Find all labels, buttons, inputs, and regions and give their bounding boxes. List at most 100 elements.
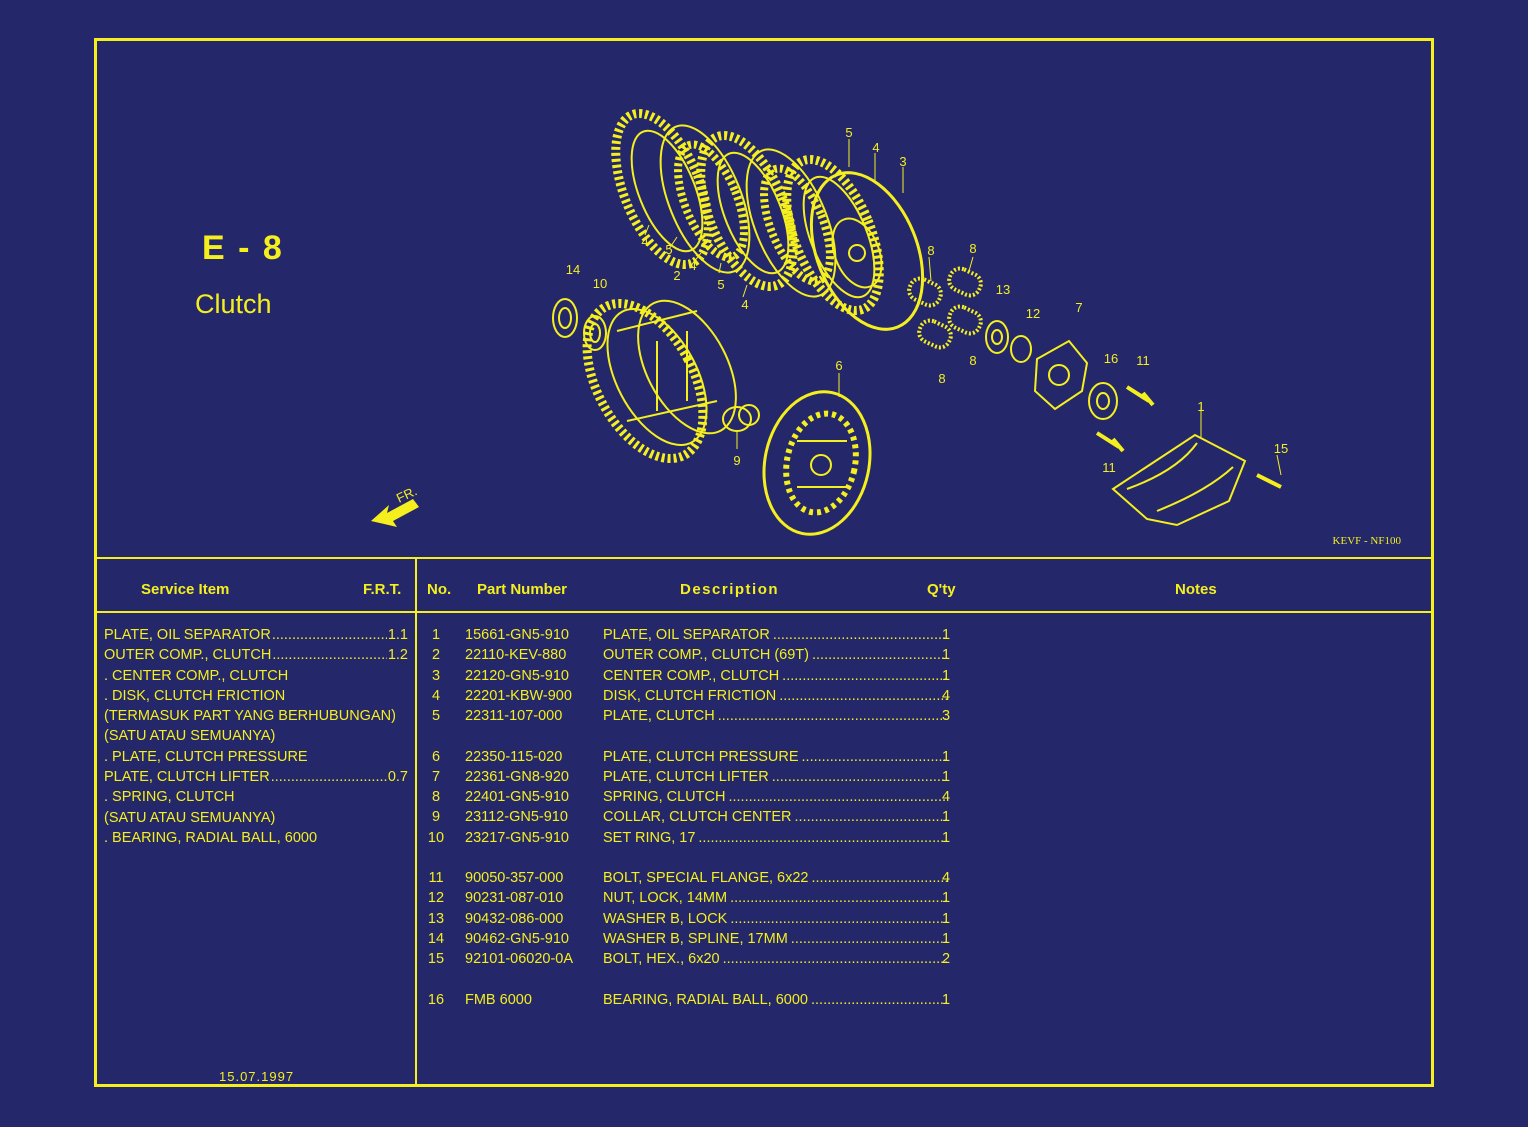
- part-qty: 1: [941, 930, 951, 947]
- part-description-cell: BOLT, HEX., 6x20: [603, 949, 947, 969]
- part-qty: 1: [941, 667, 951, 684]
- part-description-cell: SET RING, 17: [603, 828, 947, 848]
- part-description: PLATE, OIL SEPARATOR: [603, 627, 770, 643]
- part-number: 22401-GN5-910: [465, 789, 569, 806]
- header-frt: F.R.T.: [363, 581, 402, 598]
- part-number: 90050-357-000: [465, 870, 564, 886]
- leader-dots: [272, 645, 387, 665]
- part-number: 92101-06020-0A: [465, 951, 574, 968]
- service-item-text: (SATU ATAU SEMUANYA): [104, 809, 276, 826]
- callout-11b: 11: [1102, 460, 1116, 475]
- callout-12: 12: [1026, 306, 1040, 321]
- leader-dots: [730, 888, 947, 908]
- leader-dots: [802, 747, 947, 767]
- callout-16: 16: [1104, 351, 1118, 366]
- leader-dots: [779, 686, 947, 706]
- part-description-cell: SPRING, CLUTCH: [603, 787, 947, 807]
- header-qty: Q'ty: [927, 581, 956, 598]
- service-item-row: PLATE, CLUTCH LIFTER0.7: [104, 767, 408, 787]
- clutch-lifter-plate: [1033, 339, 1089, 411]
- part-qty: 4: [941, 687, 951, 704]
- callout-5c: 5: [845, 125, 852, 140]
- part-no: 3: [431, 667, 441, 684]
- clutch-exploded-view: FR. 14 10 2 4 5 4 5 4 5 4 3 8 8 13 12 7 …: [371, 108, 1288, 536]
- part-description-cell: CENTER COMP., CLUTCH: [603, 666, 947, 686]
- callout-8a: 8: [927, 243, 934, 258]
- service-item-text: . DISK, CLUTCH FRICTION: [104, 687, 286, 704]
- oil-separator-plate: [1111, 433, 1247, 527]
- part-description: NUT, LOCK, 14MM: [603, 890, 728, 907]
- callout-14: 14: [566, 262, 580, 277]
- leader-dots: [271, 767, 387, 787]
- part-no: 14: [427, 930, 445, 947]
- service-item-row: OUTER COMP., CLUTCH1.2: [104, 645, 408, 665]
- part-no: 5: [431, 708, 441, 725]
- part-description-cell: PLATE, CLUTCH PRESSURE: [603, 747, 947, 767]
- part-number: 15661-GN5-910: [465, 627, 569, 643]
- part-description: PLATE, CLUTCH: [603, 708, 715, 725]
- callout-5b: 5: [717, 277, 724, 292]
- part-description: BOLT, SPECIAL FLANGE, 6x22: [603, 870, 809, 886]
- part-no: 6: [431, 748, 441, 765]
- part-description: PLATE, CLUTCH LIFTER: [603, 768, 769, 785]
- part-qty: 1: [941, 890, 951, 907]
- callout-1: 1: [1197, 399, 1204, 414]
- header-service-item: Service Item: [141, 581, 230, 598]
- part-qty: 2: [941, 951, 951, 968]
- part-qty: 1: [941, 829, 951, 846]
- exploded-diagram: FR. 14 10 2 4 5 4 5 4 5 4 3 8 8 13 12 7 …: [97, 41, 1431, 559]
- callout-4a: 4: [641, 234, 648, 249]
- part-description-cell: WASHER B, LOCK: [603, 909, 947, 929]
- part-no: 1: [431, 627, 441, 643]
- callout-10: 10: [593, 276, 607, 291]
- part-no: 16: [427, 991, 445, 1008]
- part-no: 2: [431, 647, 441, 664]
- part-qty: 1: [941, 768, 951, 785]
- callout-4c: 4: [741, 297, 748, 312]
- service-item-row: . BEARING, RADIAL BALL, 6000: [104, 828, 408, 848]
- leader-dots: [811, 990, 947, 1010]
- clutch-plate-stack: [611, 108, 925, 331]
- callout-8b: 8: [969, 241, 976, 256]
- part-qty: 1: [941, 748, 951, 765]
- service-item-text: PLATE, CLUTCH LIFTER: [104, 769, 270, 786]
- service-item-row: . SPRING, CLUTCH: [104, 787, 408, 807]
- spline-washer: [552, 298, 578, 338]
- leader-dots: [791, 929, 947, 949]
- callout-8d: 8: [938, 371, 945, 386]
- page-title: Clutch: [195, 289, 272, 319]
- header-notes: Notes: [1175, 581, 1217, 598]
- part-description: BEARING, RADIAL BALL, 6000: [603, 991, 808, 1008]
- service-item-text: (TERMASUK PART YANG BERHUBUNGAN): [104, 708, 396, 725]
- part-description-cell: BOLT, SPECIAL FLANGE, 6x22: [603, 868, 947, 888]
- part-description-cell: WASHER B, SPLINE, 17MM: [603, 929, 947, 949]
- diagram-code: KEVF - NF100: [1332, 535, 1401, 547]
- service-item-row: . CENTER COMP., CLUTCH: [104, 666, 408, 686]
- service-item-frt: 1.1: [387, 627, 408, 643]
- part-no: 15: [427, 951, 445, 968]
- part-no: 9: [431, 809, 441, 826]
- header-description: Description: [680, 581, 780, 598]
- clutch-springs: [907, 266, 983, 350]
- part-no: 8: [431, 789, 441, 806]
- callout-15: 15: [1274, 441, 1288, 456]
- service-item-text: . SPRING, CLUTCH: [104, 789, 235, 806]
- service-item-text: . CENTER COMP., CLUTCH: [104, 667, 289, 684]
- part-number: 22350-115-020: [465, 748, 563, 765]
- part-qty: 4: [941, 870, 951, 886]
- part-number: 22110-KEV-880: [465, 647, 567, 664]
- leader-dots: [782, 666, 947, 686]
- leader-dots: [772, 767, 947, 787]
- part-description-cell: COLLAR, CLUTCH CENTER: [603, 807, 947, 827]
- part-no: 7: [431, 768, 441, 785]
- part-number: 23217-GN5-910: [465, 829, 569, 846]
- leader-dots: [723, 949, 947, 969]
- callout-5a: 5: [665, 242, 672, 257]
- service-item-frt: 1.2: [387, 647, 408, 664]
- part-number: 23112-GN5-910: [465, 809, 568, 826]
- part-number: 22201-KBW-900: [465, 687, 572, 704]
- callout-4b: 4: [689, 258, 696, 273]
- part-description-cell: DISK, CLUTCH FRICTION: [603, 686, 947, 706]
- part-description: PLATE, CLUTCH PRESSURE: [603, 748, 799, 765]
